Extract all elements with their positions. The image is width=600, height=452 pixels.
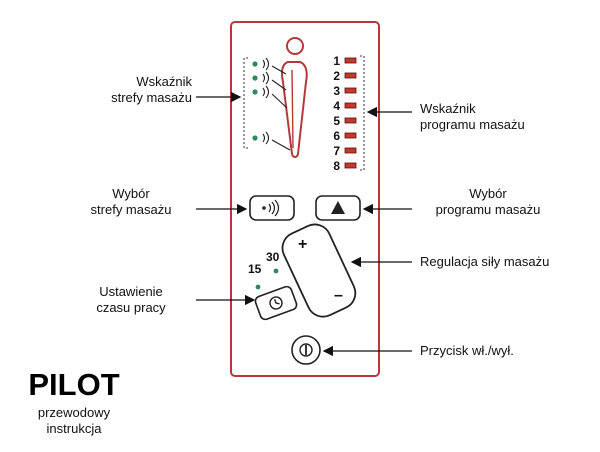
zone-led-3: [252, 89, 258, 95]
program-led-6: [344, 132, 357, 139]
label-program-select-line2: programu masażu: [435, 202, 541, 217]
title-line1: przewodowy: [37, 405, 111, 420]
program-led-2: [344, 72, 357, 79]
intensity-plus-sign: +: [298, 236, 308, 253]
title-line2: instrukcja: [46, 421, 102, 436]
program-number-2: 2: [333, 69, 340, 83]
power-icon: [299, 343, 313, 357]
label-zone-select-line1: Wybór: [112, 186, 150, 201]
label-program-select-line1: Wybór: [469, 186, 507, 201]
label-work-time: Ustawienie czasu pracy: [70, 284, 192, 316]
body-icon: [281, 37, 308, 158]
label-zone-select: Wybór strefy masażu: [70, 186, 192, 218]
program-number-7: 7: [333, 144, 340, 158]
zone-select-button[interactable]: [249, 195, 295, 221]
vibration-waves-icon: [268, 199, 280, 217]
program-number-5: 5: [333, 114, 340, 128]
triangle-up-icon: [331, 201, 345, 214]
power-button[interactable]: [291, 335, 321, 365]
program-bracket: [360, 55, 365, 171]
timer-label-15: 15: [248, 262, 262, 276]
program-number-3: 3: [333, 84, 340, 98]
timer-led-15: [255, 284, 261, 290]
label-intensity: Regulacja siły masażu: [420, 254, 550, 269]
program-led-3: [344, 87, 357, 94]
intensity-minus-sign: –: [334, 287, 343, 304]
zone-leds: [252, 57, 291, 151]
label-program-select: Wybór programu masażu: [418, 186, 558, 218]
label-zone-indicator-line2: strefy masażu: [111, 90, 192, 105]
label-work-time-line2: czasu pracy: [96, 300, 166, 315]
program-led-8: [344, 162, 357, 169]
program-led-1: [344, 57, 357, 64]
timer-led-30: [273, 268, 279, 274]
program-led-7: [344, 147, 357, 154]
zone-led-2: [252, 75, 258, 81]
label-work-time-line1: Ustawienie: [99, 284, 163, 299]
label-program-indicator-line1: Wskaźnik: [420, 101, 476, 116]
program-number-4: 4: [333, 99, 340, 113]
program-number-6: 6: [333, 129, 340, 143]
zone-led-1: [252, 61, 258, 67]
program-number-8: 8: [333, 159, 340, 173]
label-power: Przycisk wł./wył.: [420, 343, 514, 358]
label-program-indicator-line2: programu masażu: [420, 117, 525, 132]
label-zone-indicator: Wskaźnik strefy masażu: [60, 74, 192, 106]
clock-icon: [269, 296, 283, 310]
program-led-5: [344, 117, 357, 124]
title-main: PILOT: [28, 367, 120, 402]
timer-label-30: 30: [266, 250, 280, 264]
zone-led-4: [252, 135, 258, 141]
program-number-1: 1: [333, 54, 340, 68]
label-zone-indicator-line1: Wskaźnik: [136, 74, 192, 89]
program-select-button[interactable]: [315, 195, 361, 221]
zone-bracket: [243, 57, 248, 149]
label-program-indicator: Wskaźnik programu masażu: [420, 101, 570, 133]
program-leds: [344, 57, 357, 169]
program-led-4: [344, 102, 357, 109]
label-zone-select-line2: strefy masażu: [90, 202, 172, 217]
timer-button[interactable]: [254, 285, 298, 321]
intensity-button[interactable]: [277, 219, 360, 322]
